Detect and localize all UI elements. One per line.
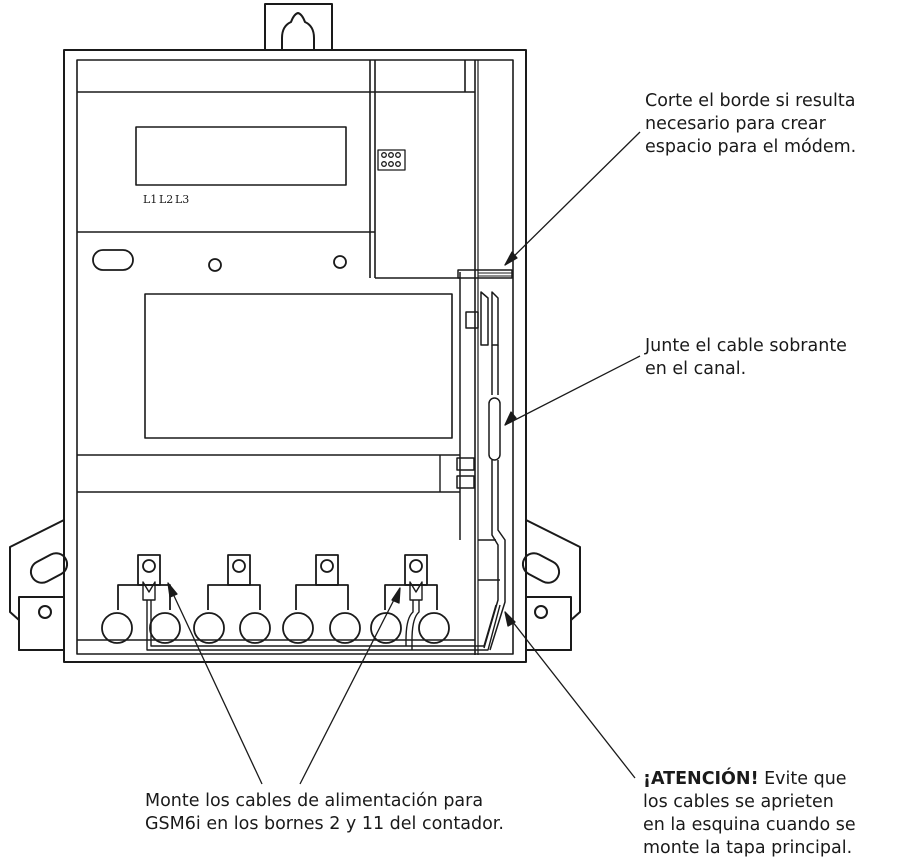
callout-mount-power-cables: Monte los cables de alimentación para GS… [145,790,504,836]
callout-line: necesario para crear [645,114,826,134]
callout-line: los cables se aprieten [643,792,834,812]
left-mounting-bracket [9,519,69,651]
meter-display [135,126,453,439]
callout-line: espacio para el módem. [645,137,857,157]
optical-port [92,249,347,272]
connector-blocks [456,457,475,489]
callout-line: ¡ATENCIÓN! Evite que [643,768,856,791]
led-indicator-icon [377,149,406,171]
callout-trim-edge: Corte el borde si resulta necesario para… [645,90,856,159]
callout-line: Corte el borde si resulta [645,91,856,111]
meter-housing [63,49,527,663]
cable-channel [457,269,513,651]
terminal-block [77,554,475,644]
callout-gather-cable: Junte el cable sobrante en el canal. [645,335,847,381]
phase-label-l3: L3 [175,193,189,206]
hanging-tab [264,3,333,50]
callout-line: en la esquina cuando se [643,815,856,835]
callout-line: Junte el cable sobrante [645,336,847,356]
callout-line: monte la tapa principal. [643,838,853,858]
warning-text: Evite que [758,769,847,789]
right-mounting-bracket [521,519,581,651]
callout-line: Monte los cables de alimentación para [145,791,484,811]
warning-label: ¡ATENCIÓN! [643,769,759,789]
callout-warning: ¡ATENCIÓN! Evite que los cables se aprie… [643,768,856,860]
callout-line: GSM6i en los bornes 2 y 11 del contador. [145,814,504,834]
phase-label-l2: L2 [159,193,173,206]
power-cables [146,600,501,651]
callout-line: en el canal. [645,359,747,379]
phase-labels: L1 L2 L3 [143,193,189,206]
phase-label-l1: L1 [143,193,157,206]
callout-leaders [167,131,641,785]
